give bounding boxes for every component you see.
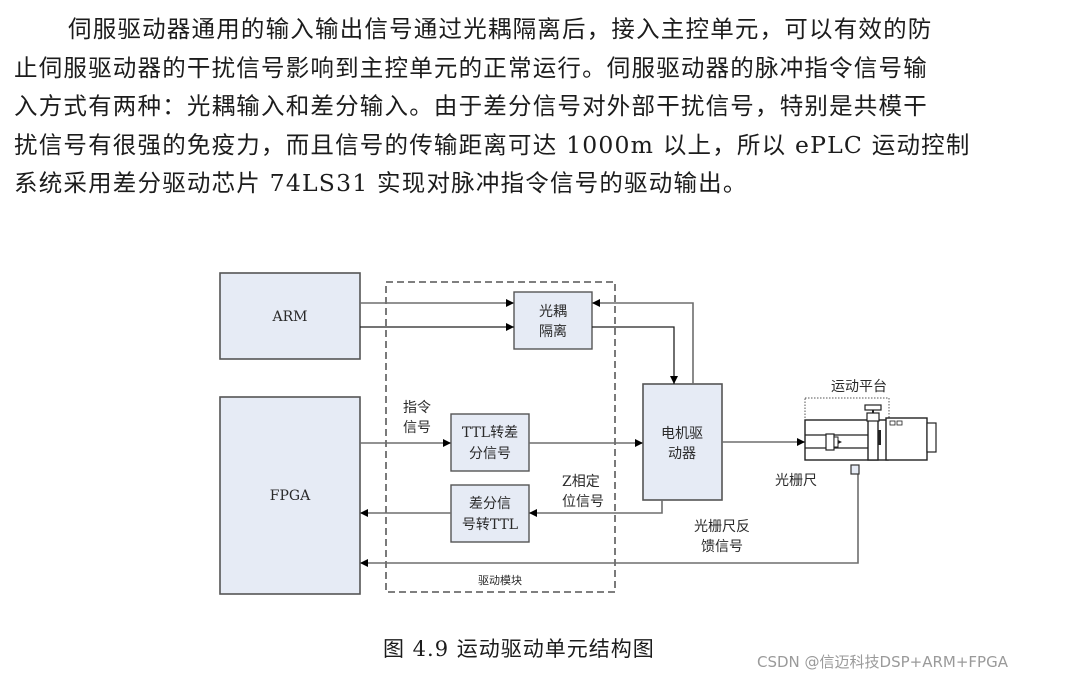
motion-platform-icon: 运动平台 (804, 379, 937, 461)
grating-feedback-label-line2: 馈信号 (701, 539, 743, 555)
paragraph-line: 扰信号有很强的免疫力，而且信号的传输距离可达 1000m 以上，所以 ePLC … (14, 130, 971, 159)
arm-label: ARM (272, 309, 308, 325)
z-phase-label-line1: Z相定 (562, 474, 600, 490)
ttl-to-diff-label-line2: 分信号 (469, 446, 511, 462)
watermark: CSDN @信迈科技DSP+ARM+FPGA (757, 653, 1008, 671)
grating-ruler-sensor (850, 464, 860, 475)
ttl-to-diff-block (450, 413, 530, 472)
grating-feedback-line (360, 472, 859, 567)
paragraph-line: 系统采用差分驱动芯片 74LS31 实现对脉冲指令信号的驱动输出。 (14, 169, 748, 197)
command-signal-label-line2: 信号 (403, 420, 431, 436)
driver-to-opto-line (592, 299, 694, 384)
figure-caption: 图 4.9 运动驱动单元结构图 (383, 637, 655, 661)
motor-driver-block (642, 383, 723, 501)
motor-driver-label-line1: 电机驱 (661, 426, 703, 442)
optocoupler-label-line1: 光耦 (539, 304, 567, 320)
grating-feedback-label-line1: 光栅尺反 (694, 519, 750, 535)
ttl-to-diff-label-line1: TTL转差 (462, 425, 518, 441)
opto-to-driver-line (592, 326, 678, 384)
fpga-block (219, 396, 361, 595)
drive-module-boundary (385, 281, 616, 593)
driver-to-diff-ttl-line (529, 500, 663, 517)
command-signal-label-line1: 指令 (403, 400, 431, 416)
drive-module-label: 驱动模块 (478, 574, 522, 587)
paragraph-line: 止伺服驱动器的干扰信号影响到主控单元的正常运行。伺服驱动器的脉冲指令信号输 (14, 53, 928, 82)
fpga-label: FPGA (270, 488, 311, 504)
motor-driver-label-line2: 动器 (668, 446, 696, 462)
paragraph-line: 伺服驱动器通用的输入输出信号通过光耦隔离后，接入主控单元，可以有效的防 (68, 15, 933, 43)
grating-ruler-label: 光栅尺 (775, 473, 817, 489)
optocoupler-block (513, 291, 593, 350)
diff-to-ttl-label-line1: 差分信 (469, 496, 511, 512)
paragraph-line: 入方式有两种：光耦输入和差分输入。由于差分信号对外部干扰信号，特别是共模干 (14, 92, 928, 120)
optocoupler-label-line2: 隔离 (539, 323, 567, 340)
z-phase-label-line2: 位信号 (562, 494, 604, 510)
body-paragraph: 伺服驱动器通用的输入输出信号通过光耦隔离后，接入主控单元，可以有效的防 止伺服驱… (14, 10, 1054, 203)
motion-platform-label: 运动平台 (831, 379, 887, 395)
diff-to-ttl-block (450, 484, 530, 543)
arm-block (219, 272, 361, 360)
diff-to-ttl-label-line2: 号转TTL (462, 517, 518, 533)
